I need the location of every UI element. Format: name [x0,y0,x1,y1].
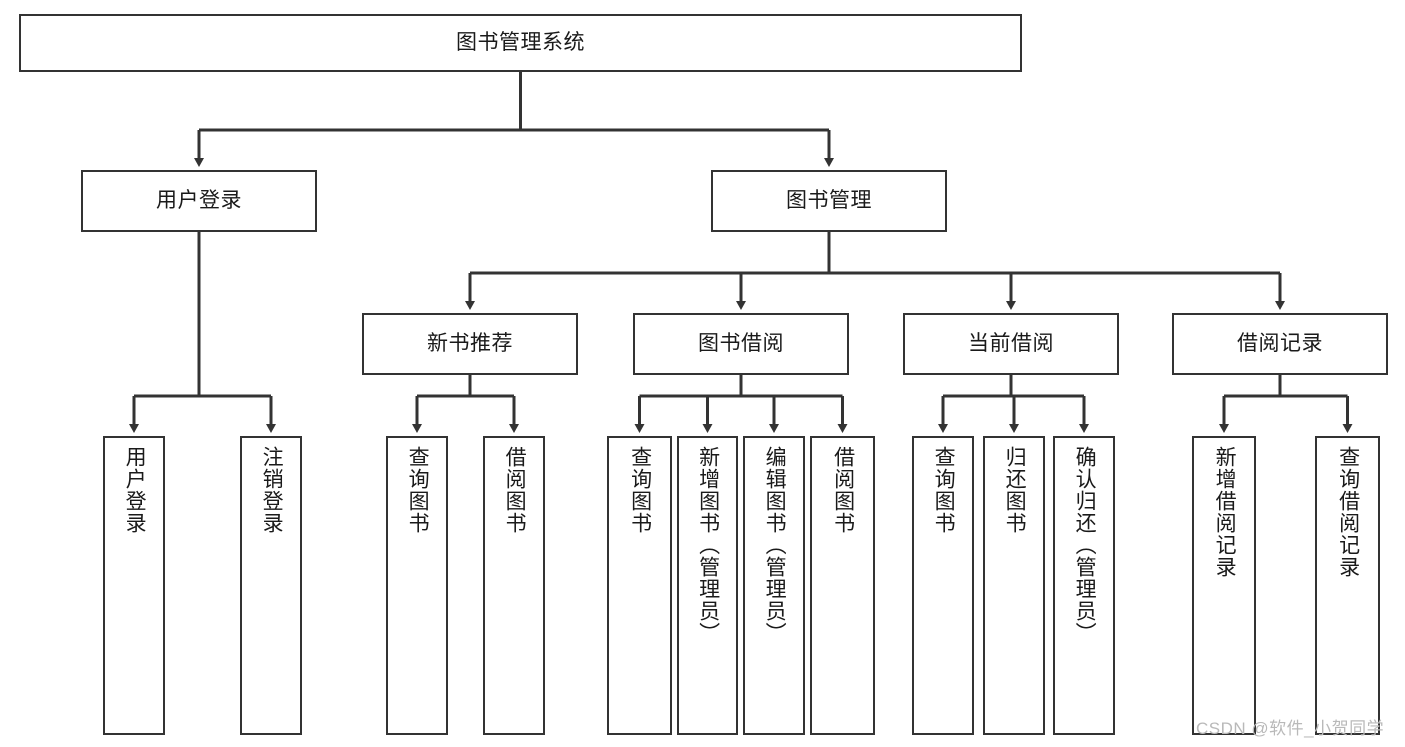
node-leaf_12[interactable]: 查询借阅记录 [1315,436,1380,735]
node-label: 查询图书 [628,446,652,534]
node-l2_0[interactable]: 新书推荐 [362,313,578,375]
node-label: 图书管理 [786,188,872,212]
node-leaf_7[interactable]: 借阅图书 [810,436,875,735]
node-label: 用户登录 [123,446,147,534]
node-label: 用户登录 [156,188,242,212]
node-l2_1[interactable]: 图书借阅 [633,313,849,375]
node-label: 查询借阅记录 [1336,446,1360,578]
node-leaf_0[interactable]: 用户登录 [103,436,165,735]
node-label: 新书推荐 [427,331,513,355]
node-label: 借阅图书 [503,446,527,534]
node-label: 图书借阅 [698,331,784,355]
node-leaf_6[interactable]: 编辑图书（管理员） [743,436,805,735]
node-leaf_9[interactable]: 归还图书 [983,436,1045,735]
node-label: 新增借阅记录 [1213,446,1237,578]
node-leaf_10[interactable]: 确认归还（管理员） [1053,436,1115,735]
csdn-watermark: CSDN @软件_小贺同学 [1196,719,1385,738]
node-label: 归还图书 [1003,446,1027,534]
node-label: 查询图书 [406,446,430,534]
node-label: 注销登录 [260,446,284,534]
node-l2_2[interactable]: 当前借阅 [903,313,1119,375]
node-l2_3[interactable]: 借阅记录 [1172,313,1388,375]
node-label: 确认归还（管理员） [1073,446,1097,644]
node-label: 借阅记录 [1237,331,1323,355]
node-label: 图书管理系统 [456,30,585,54]
node-label: 新增图书（管理员） [696,446,720,644]
node-leaf_5[interactable]: 新增图书（管理员） [677,436,738,735]
node-root[interactable]: 图书管理系统 [19,14,1022,72]
node-label: 查询图书 [932,446,956,534]
node-leaf_2[interactable]: 查询图书 [386,436,448,735]
node-label: 编辑图书（管理员） [763,446,787,644]
node-leaf_8[interactable]: 查询图书 [912,436,974,735]
node-leaf_1[interactable]: 注销登录 [240,436,302,735]
node-leaf_11[interactable]: 新增借阅记录 [1192,436,1256,735]
node-l1_0[interactable]: 用户登录 [81,170,317,232]
node-label: 当前借阅 [968,331,1054,355]
node-leaf_4[interactable]: 查询图书 [607,436,672,735]
node-label: 借阅图书 [831,446,855,534]
node-l1_1[interactable]: 图书管理 [711,170,947,232]
node-leaf_3[interactable]: 借阅图书 [483,436,545,735]
